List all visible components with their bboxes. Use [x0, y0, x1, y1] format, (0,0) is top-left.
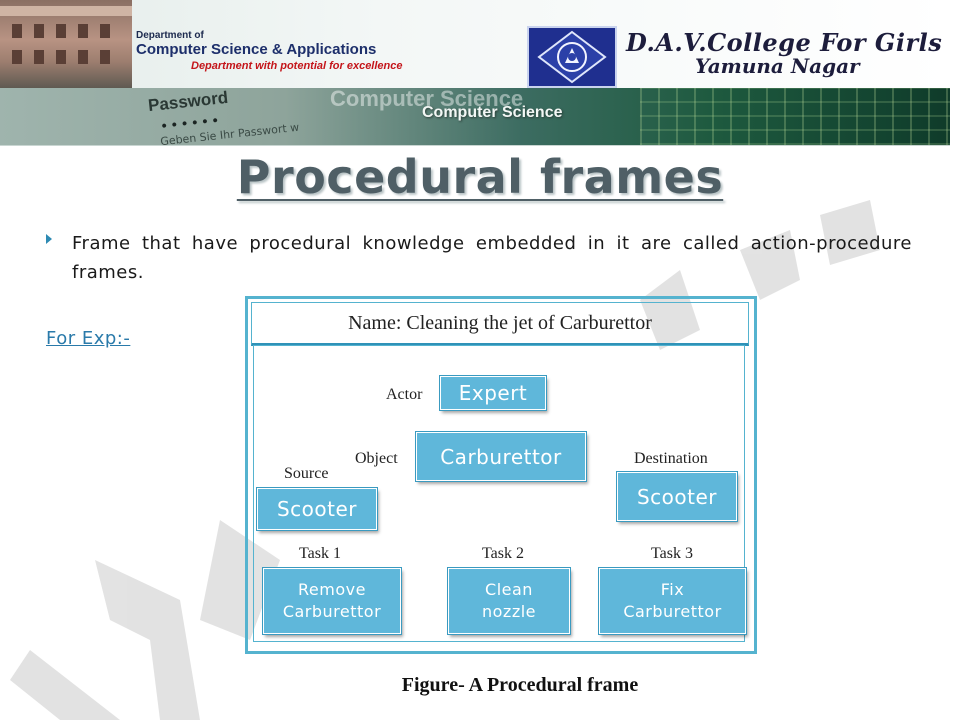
college-name: D.A.V.College For Girls — [626, 28, 943, 57]
frame-name-bar: Name: Cleaning the jet of Carburettor — [251, 302, 749, 346]
department-prefix: Department of — [136, 30, 204, 41]
circuit-board-image — [640, 88, 950, 145]
example-heading: For Exp:- — [46, 328, 131, 349]
banner-cs-shadow-text: Computer Science — [330, 86, 524, 111]
node-task-3: Fix Carburettor — [599, 568, 746, 634]
figure-caption: Figure- A Procedural frame — [401, 674, 639, 696]
slide-title: Procedural frames — [0, 150, 960, 204]
banner-cs-text: Computer Science — [422, 104, 563, 121]
slide-title-text: Procedural frames — [236, 150, 724, 204]
label-task-1: Task 1 — [299, 545, 341, 562]
node-task-2: Clean nozzle — [448, 568, 570, 634]
bullet-triangle-icon — [46, 234, 52, 244]
bullet-text: Frame that have procedural knowledge emb… — [72, 233, 912, 283]
node-source: Scooter — [257, 488, 377, 530]
frame-diagram: Name: Cleaning the jet of Carburettor — [245, 296, 757, 654]
label-object: Object — [355, 450, 398, 467]
header-banner: Department of Computer Science & Applica… — [0, 0, 950, 145]
banner-image-strip — [0, 88, 950, 145]
node-actor: Expert — [440, 376, 546, 410]
node-task-1: Remove Carburettor — [263, 568, 401, 634]
label-destination: Destination — [634, 450, 708, 467]
label-actor: Actor — [386, 386, 423, 403]
college-logo — [527, 26, 617, 88]
department-tagline: Department with potential for excellence — [191, 60, 403, 72]
label-source: Source — [284, 465, 329, 482]
header-divider — [0, 145, 950, 146]
banner-top-band — [0, 0, 950, 90]
frame-body — [253, 345, 745, 642]
college-building-photo — [0, 0, 132, 88]
emblem-icon — [537, 30, 607, 84]
label-task-2: Task 2 — [482, 545, 524, 562]
college-city: Yamuna Nagar — [695, 54, 860, 78]
department-name: Computer Science & Applications — [136, 41, 377, 58]
node-object: Carburettor — [416, 432, 586, 481]
department-block: Department of Computer Science & Applica… — [136, 30, 476, 80]
node-destination: Scooter — [617, 472, 737, 521]
label-task-3: Task 3 — [651, 545, 693, 562]
